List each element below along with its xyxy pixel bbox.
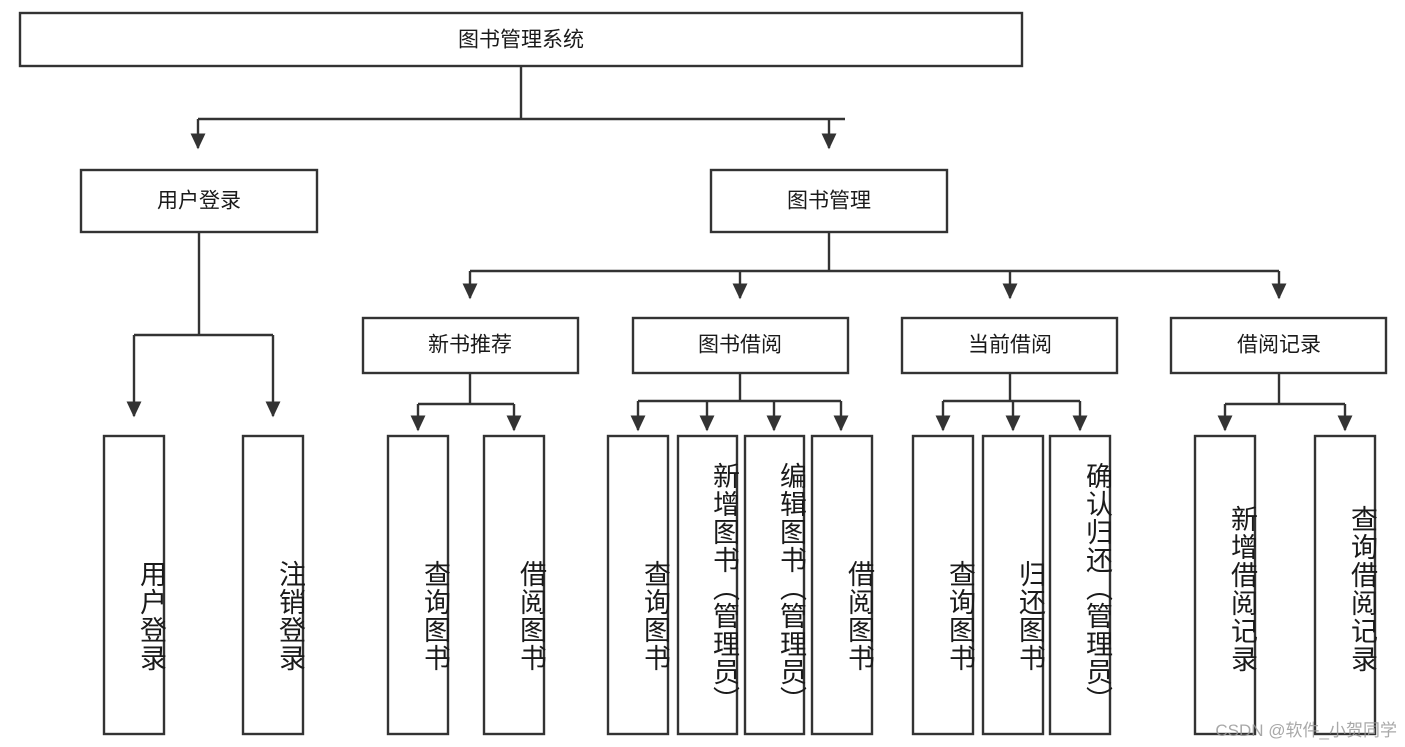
- connector-borrow-record-to-leaves: [1217, 373, 1353, 432]
- node-book-management-label: 图书管理: [787, 190, 871, 213]
- leaf-box-borrow-book-1[interactable]: [482, 434, 546, 736]
- node-new-book-recommend-label: 新书推荐: [428, 334, 512, 357]
- leaf-box-query-record[interactable]: [1313, 434, 1377, 736]
- node-user-login[interactable]: 用户登录: [79, 168, 319, 234]
- node-book-borrow[interactable]: 图书借阅: [631, 316, 850, 375]
- connector-current-borrow-to-leaves: [935, 373, 1088, 432]
- leaf-box-user-login[interactable]: [102, 434, 166, 736]
- connector-new-book-recommend-to-leaves: [410, 373, 522, 432]
- node-current-borrow-label: 当前借阅: [968, 334, 1052, 357]
- leaf-box-add-record[interactable]: [1193, 434, 1257, 736]
- leaf-box-query-book-3[interactable]: [911, 434, 975, 736]
- connector-root-to-level2: [190, 66, 845, 150]
- node-book-management[interactable]: 图书管理: [709, 168, 949, 234]
- node-borrow-record-label: 借阅记录: [1237, 334, 1321, 357]
- leaf-box-add-book[interactable]: [676, 434, 739, 736]
- node-current-borrow[interactable]: 当前借阅: [900, 316, 1119, 375]
- connector-user-login-to-leaves: [126, 232, 281, 418]
- leaf-box-query-book-2[interactable]: [606, 434, 670, 736]
- connector-book-management-to-level3: [462, 232, 1287, 300]
- connector-book-borrow-to-leaves: [630, 373, 849, 432]
- node-user-login-label: 用户登录: [157, 190, 241, 213]
- node-root[interactable]: 图书管理系统: [18, 11, 1024, 68]
- leaf-box-edit-book[interactable]: [743, 434, 806, 736]
- node-root-label: 图书管理系统: [458, 29, 584, 52]
- node-borrow-record[interactable]: 借阅记录: [1169, 316, 1388, 375]
- leaf-box-borrow-book-2[interactable]: [810, 434, 874, 736]
- leaf-box-query-book-1[interactable]: [386, 434, 450, 736]
- leaf-box-logout-login[interactable]: [241, 434, 305, 736]
- watermark: CSDN @软件_小贺同学: [1215, 721, 1397, 740]
- leaf-box-confirm-return[interactable]: [1048, 434, 1112, 736]
- leaf-box-return-book[interactable]: [981, 434, 1045, 736]
- node-book-borrow-label: 图书借阅: [698, 334, 782, 357]
- node-new-book-recommend[interactable]: 新书推荐: [361, 316, 580, 375]
